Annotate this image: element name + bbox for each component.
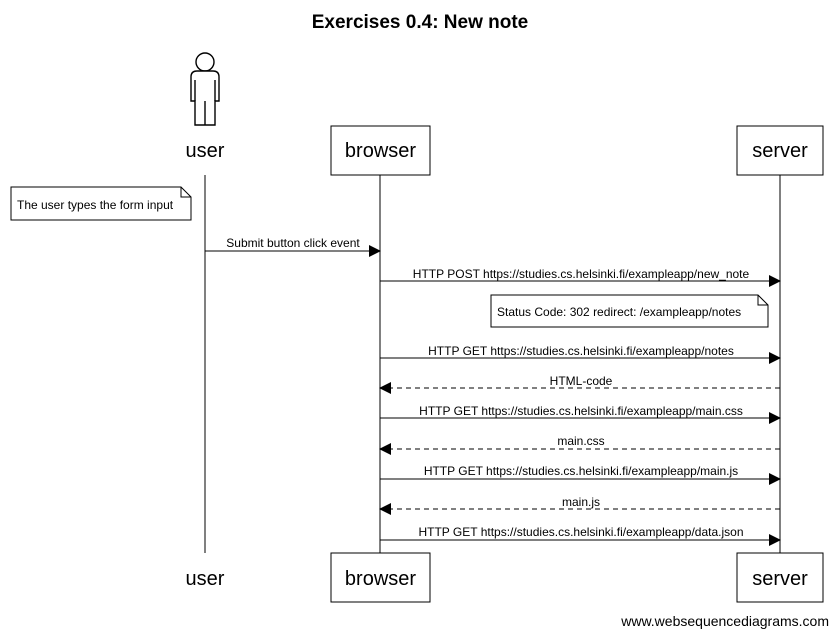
message-label: HTTP POST https://studies.cs.helsinki.fi… — [413, 267, 750, 281]
message-main-js-response: main.js — [379, 495, 780, 515]
participant-label: browser — [345, 140, 416, 162]
message-label: HTTP GET https://studies.cs.helsinki.fi/… — [418, 525, 743, 539]
message-label: HTTP GET https://studies.cs.helsinki.fi/… — [419, 404, 743, 418]
message-label: main.js — [562, 495, 600, 509]
note-user-types: The user types the form input — [10, 186, 192, 221]
message-get-notes: HTTP GET https://studies.cs.helsinki.fi/… — [380, 344, 781, 364]
note-text: The user types the form input — [17, 198, 174, 212]
participant-user-top: user — [186, 52, 225, 162]
message-label: HTML-code — [550, 374, 613, 388]
participant-label: browser — [345, 568, 416, 590]
participant-user-bottom: user — [186, 568, 225, 590]
message-main-css-response: main.css — [379, 434, 780, 455]
message-get-main-css: HTTP GET https://studies.cs.helsinki.fi/… — [380, 404, 781, 424]
message-get-data-json: HTTP GET https://studies.cs.helsinki.fi/… — [380, 525, 781, 546]
participant-browser-top: browser — [330, 125, 431, 176]
message-label: HTTP GET https://studies.cs.helsinki.fi/… — [424, 464, 738, 478]
footer-link[interactable]: www.websequencediagrams.com — [620, 613, 829, 629]
message-html-code: HTML-code — [379, 374, 780, 394]
participant-server-bottom: server — [736, 552, 824, 603]
note-status-redirect: Status Code: 302 redirect: /exampleapp/n… — [490, 294, 769, 328]
message-submit-click: Submit button click event — [205, 236, 381, 257]
participant-label: user — [186, 140, 225, 162]
participant-browser-bottom: browser — [330, 552, 431, 603]
message-label: Submit button click event — [226, 236, 360, 250]
message-label: HTTP GET https://studies.cs.helsinki.fi/… — [428, 344, 734, 358]
stick-figure-icon — [190, 52, 220, 126]
message-post-new-note: HTTP POST https://studies.cs.helsinki.fi… — [380, 267, 781, 287]
message-label: main.css — [557, 434, 604, 448]
participant-label: server — [752, 140, 808, 162]
participant-label: server — [752, 568, 808, 590]
participant-server-top: server — [736, 125, 824, 176]
message-get-main-js: HTTP GET https://studies.cs.helsinki.fi/… — [380, 464, 781, 485]
diagram-title: Exercises 0.4: New note — [312, 12, 529, 33]
participant-label: user — [186, 568, 225, 590]
note-text: Status Code: 302 redirect: /exampleapp/n… — [497, 305, 741, 319]
